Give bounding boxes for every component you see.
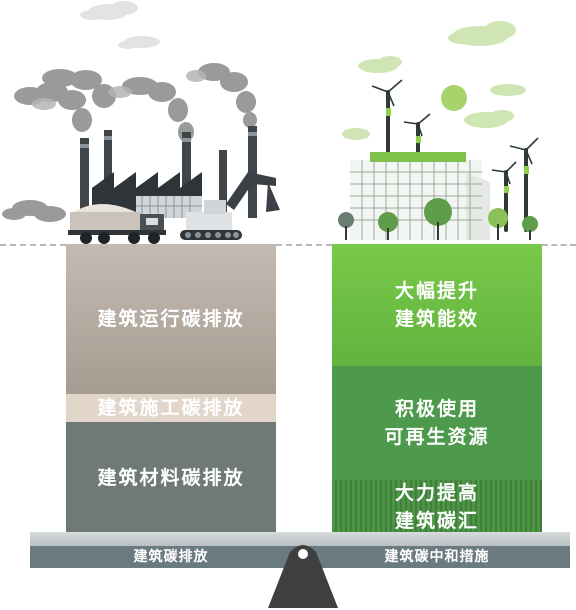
right-scene [290,0,576,250]
carbon-sink-block: 大力提高 建筑碳汇 [332,480,542,534]
sun-icon [441,85,467,111]
efficiency-line-2: 建筑能效 [394,308,479,330]
renewables-block: 积极使用 可再生资源 [332,366,542,480]
efficiency-line-1: 大幅提升 [394,280,479,302]
carbon-sink-line-1: 大力提高 [394,482,479,504]
operation-emissions-label: 建筑运行碳排放 [97,308,245,330]
baseline-dash-middle [276,244,332,246]
materials-emissions-label: 建筑材料碳排放 [97,467,245,489]
beam-label-right: 建筑碳中和措施 [384,549,490,565]
operation-emissions-block: 建筑运行碳排放 [66,244,276,394]
beam-label-left: 建筑碳排放 [133,549,209,565]
left-scene [0,0,290,250]
renewables-line-1: 积极使用 [394,398,479,420]
construction-emissions-label: 建筑施工碳排放 [97,397,245,419]
renewables-line-2: 可再生资源 [384,426,490,448]
baseline-dash-right [542,244,576,246]
baseline-dash-left [0,244,66,246]
carbon-sink-line-2: 建筑碳汇 [394,510,479,532]
beam-top [30,532,570,546]
construction-emissions-block: 建筑施工碳排放 [66,394,276,422]
efficiency-block: 大幅提升 建筑能效 [332,244,542,366]
green-building-illustration [338,21,539,240]
materials-emissions-block: 建筑材料碳排放 [66,422,276,534]
factory-illustration [2,1,280,244]
